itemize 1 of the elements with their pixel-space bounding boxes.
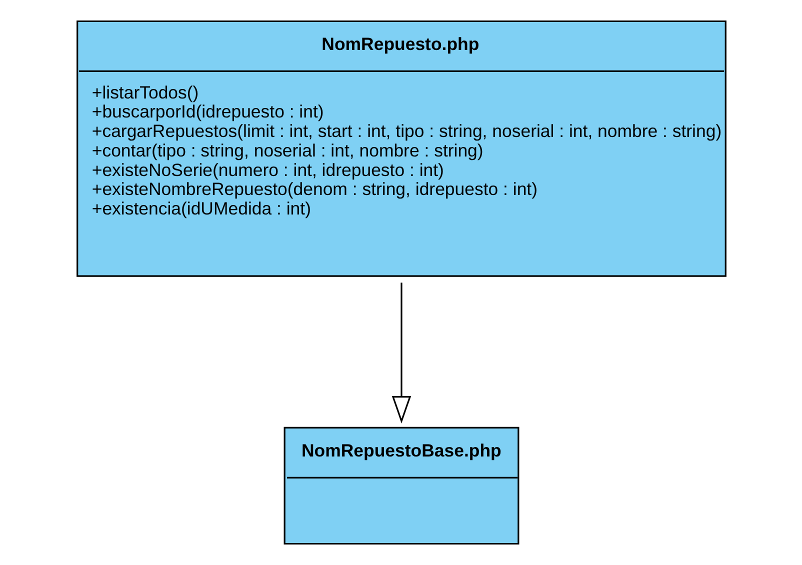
arrow (391, 282, 411, 424)
